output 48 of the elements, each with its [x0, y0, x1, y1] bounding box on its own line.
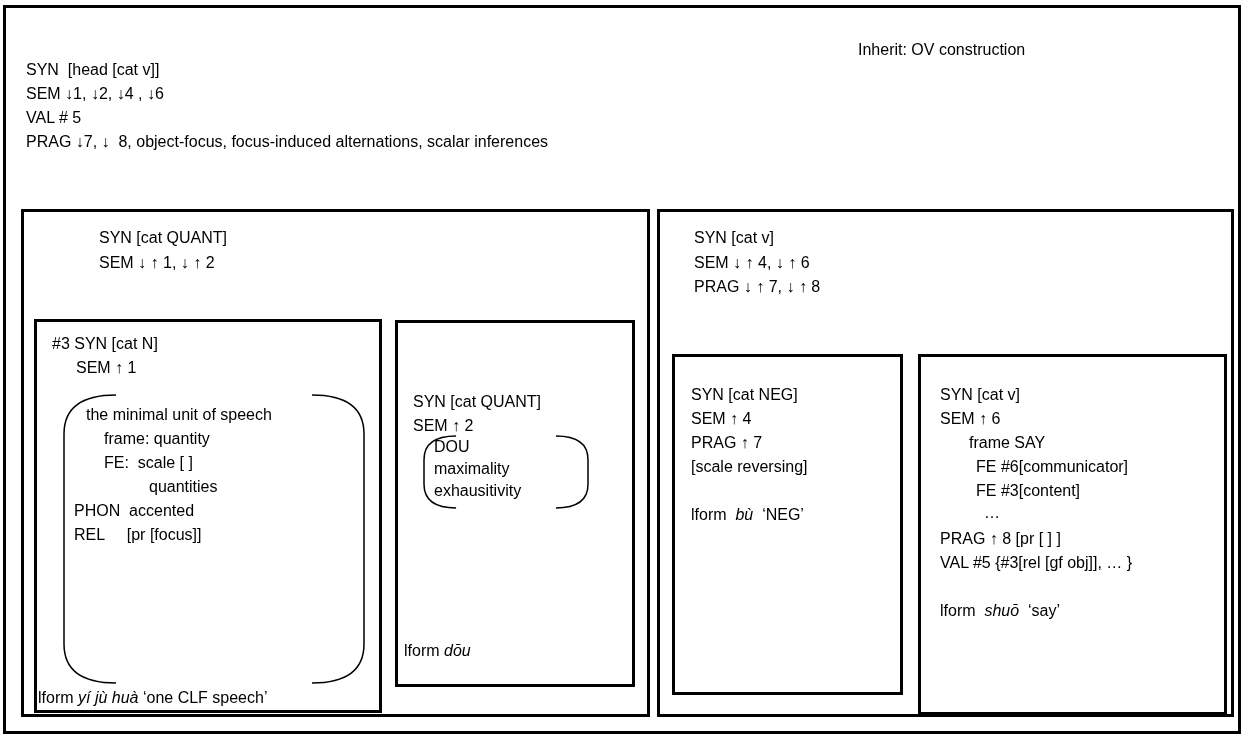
feature-line: exhausitivity [434, 481, 522, 501]
feature-line: the minimal unit of speech [86, 405, 272, 425]
feature-line: SEM ↓ ↑ 1, ↓ ↑ 2 [99, 253, 215, 273]
feature-line: VAL # 5 [26, 108, 82, 128]
feature-line: SYN [cat QUANT] [99, 228, 228, 248]
feature-line: PHON accented [74, 501, 195, 521]
lexical-form-line: lform yí jù huà ‘one CLF speech’ [38, 688, 268, 708]
construction-box [3, 5, 1241, 734]
feature-line: PRAG ↓ ↑ 7, ↓ ↑ 8 [694, 277, 821, 297]
feature-line: SEM ↑ 6 [940, 409, 1001, 429]
construction-box [34, 319, 382, 713]
bracketed-panel [423, 435, 589, 509]
feature-line: PRAG ↑ 8 [pr [ ] ] [940, 529, 1061, 549]
feature-line: FE #3[content] [976, 481, 1081, 501]
construction-box [672, 354, 903, 695]
feature-line: quantities [149, 477, 218, 497]
bracketed-panel [63, 394, 365, 684]
feature-line: #3 SYN [cat N] [52, 334, 158, 354]
feature-line: maximality [434, 459, 510, 479]
construction-box [918, 354, 1227, 715]
feature-line: SEM ↑ 2 [413, 416, 474, 436]
feature-line: SEM ↑ 1 [76, 358, 137, 378]
feature-line: [scale reversing] [691, 457, 808, 477]
feature-line: SYN [cat NEG] [691, 385, 798, 405]
feature-line: REL [pr [focus]] [74, 525, 202, 545]
feature-line: PRAG ↑ 7 [691, 433, 763, 453]
lexical-form-line: lform bù ‘NEG’ [691, 505, 804, 525]
feature-line: DOU [434, 437, 470, 457]
feature-line: SYN [cat v] [940, 385, 1021, 405]
feature-line: frame SAY [969, 433, 1046, 453]
feature-line: SYN [cat v] [694, 228, 775, 248]
feature-line: SYN [cat QUANT] [413, 392, 542, 412]
construction-box [395, 320, 635, 687]
feature-line: SYN [head [cat v]] [26, 60, 160, 80]
lexical-form-line: lform dōu [404, 641, 471, 661]
construction-box [21, 209, 650, 717]
feature-line: frame: quantity [104, 429, 210, 449]
feature-line: SEM ↑ 4 [691, 409, 752, 429]
feature-line: VAL #5 {#3[rel [gf obj]], … } [940, 553, 1133, 573]
feature-line: … [984, 503, 1000, 523]
feature-line: SEM ↓1, ↓2, ↓4 , ↓6 [26, 84, 164, 104]
feature-line: FE: scale [ ] [104, 453, 193, 473]
feature-line: PRAG ↓7, ↓ 8, object-focus, focus-induced alternations, scalar inferences [26, 132, 549, 152]
feature-line: Inherit: OV construction [858, 40, 1026, 60]
lexical-form-line: lform shuō ‘say’ [940, 601, 1061, 621]
construction-box [657, 209, 1234, 717]
feature-line: FE #6[communicator] [976, 457, 1129, 477]
feature-line: SEM ↓ ↑ 4, ↓ ↑ 6 [694, 253, 810, 273]
